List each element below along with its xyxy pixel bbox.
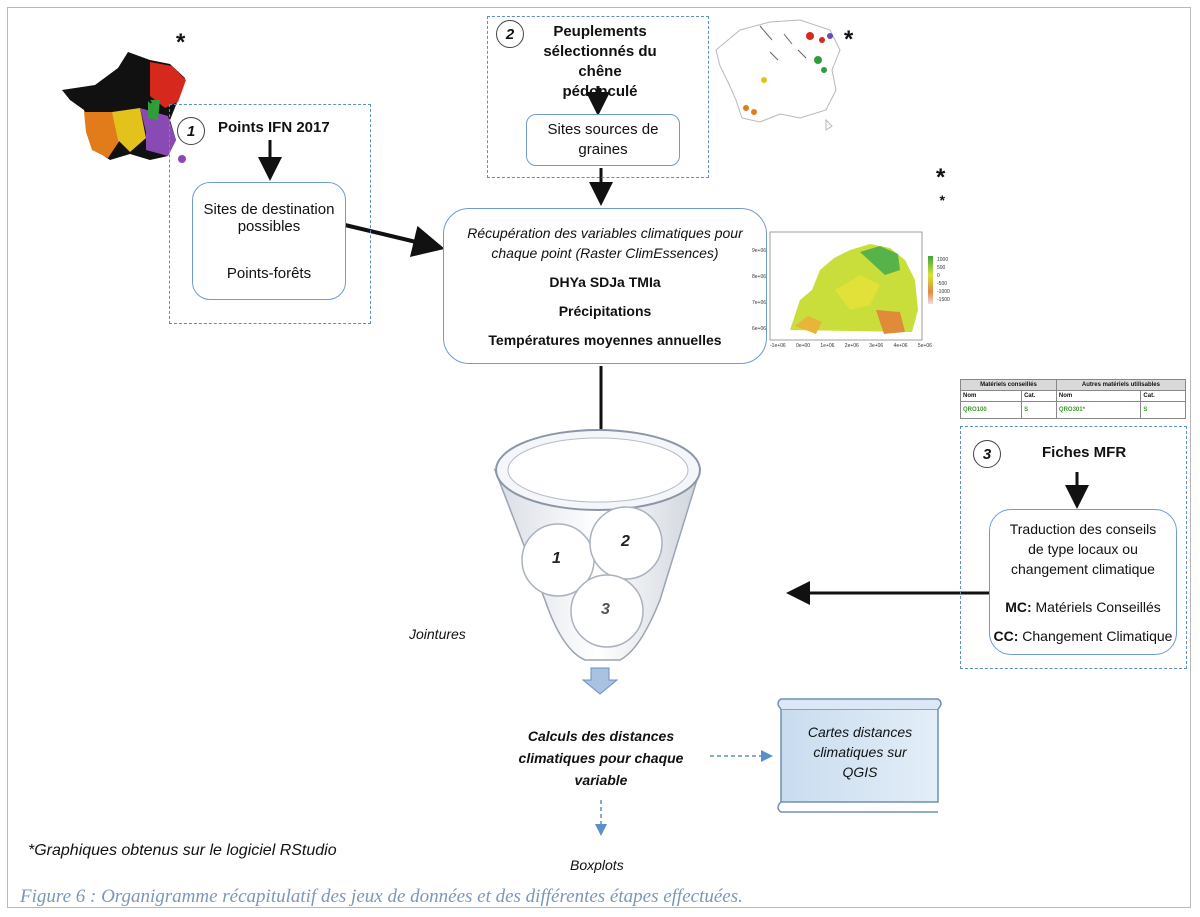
funnel-output-arrow (581, 667, 619, 695)
europe-y-tick: 7e+06 (752, 300, 767, 306)
europe-raster-map (769, 231, 933, 341)
europe-x-tick: 5e+06 (917, 343, 932, 349)
block3-mc-label: MC: (1005, 598, 1032, 615)
mfr-table: Matériels conseillés Autres matériels ut… (959, 379, 1187, 419)
block3-cc-text: Changement Climatique (1018, 627, 1173, 644)
block1-number: 1 (177, 117, 205, 145)
block1-box-line1: Sites de destination (203, 200, 335, 218)
europe-y-tick: 9e+06 (752, 248, 767, 254)
center-box-line1: Récupération des variables climatiques p… (467, 224, 743, 241)
jointures-label: Jointures (409, 626, 466, 642)
block2-title-line3: pédonculé (562, 83, 638, 100)
block1-dashed-frame (169, 104, 371, 324)
funnel-circle-3 (570, 574, 644, 648)
qgis-line1: Cartes distances (807, 724, 913, 740)
center-box: Récupération des variables climatiques p… (443, 208, 767, 364)
europe-x-tick: 0e+00 (796, 343, 811, 349)
france-map-sources (715, 19, 841, 131)
mfr-row-right-nom: QRO301* (1055, 401, 1142, 419)
block3-box-line2: de type locaux ou (1028, 540, 1138, 557)
block2-title-line1: Peuplements (553, 23, 647, 40)
mfr-row-left-cat: S (1021, 401, 1057, 419)
europe-legend-label: 500 (937, 265, 946, 271)
europe-x-tick: 1e+06 (820, 343, 835, 349)
calc-label: Calculs des distances climatiques pour c… (495, 725, 707, 791)
mfr-col-nom: Nom (959, 390, 1023, 402)
france-map-ifn (62, 52, 186, 163)
europe-legend: 1000 500 0 -500 -1000 -1500 (937, 256, 950, 304)
arrow-points-to-center (344, 223, 445, 257)
footnote: *Graphiques obtenus sur le logiciel RStu… (28, 842, 337, 859)
calc-line2: climatiques pour chaque (518, 750, 684, 766)
asterisk-map2: * (843, 26, 853, 53)
europe-legend-label: -1000 (937, 289, 950, 295)
qgis-scroll-shape (777, 698, 942, 813)
block3-mc: MC: Matériels Conseillés (1005, 597, 1161, 617)
block2-box-line2: graines (578, 141, 628, 158)
calc-line1: Calculs des distances (527, 728, 675, 744)
calc-line3: variable (574, 772, 628, 788)
europe-legend-label: 1000 (937, 257, 949, 263)
center-box-line2: chaque point (Raster ClimEssences) (491, 244, 719, 261)
funnel-circle-1-label: 1 (552, 550, 561, 567)
europe-legend-label: 0 (937, 273, 940, 279)
qgis-line2: climatiques sur (813, 744, 907, 760)
boxplots-label: Boxplots (570, 857, 624, 873)
figure-frame (7, 7, 1191, 908)
asterisk-map1-inner: * (144, 93, 152, 115)
mfr-row-right-cat: S (1140, 401, 1186, 419)
center-box-line5: Températures moyennes annuelles (488, 331, 722, 348)
mfr-row-left-nom: QRO100 (959, 401, 1023, 419)
block1-title: Points IFN 2017 (218, 119, 330, 136)
center-box-line3: DHYa SDJa TMIa (549, 273, 661, 290)
block3-box-line1: Traduction des conseils (1009, 520, 1157, 537)
block2-title: Peuplements sélectionnés du chêne pédonc… (520, 22, 680, 102)
europe-y-tick: 6e+06 (752, 326, 767, 332)
mfr-col-cat: Cat. (1021, 390, 1057, 402)
funnel-circle-3-label: 3 (601, 601, 610, 618)
mfr-col-cat: Cat. (1140, 390, 1186, 402)
center-box-line4: Précipitations (558, 302, 652, 319)
block3-box-line3: changement climatique (1011, 560, 1155, 577)
qgis-line3: QGIS (842, 764, 878, 780)
europe-legend-label: -500 (937, 281, 948, 287)
block1-box: Sites de destination possibles Points-fo… (192, 182, 346, 300)
block2-box-line1: Sites sources de (547, 121, 659, 138)
asterisk-europe: * (935, 164, 945, 191)
europe-x-tick: 4e+06 (893, 343, 908, 349)
europe-x-tick: -1e+06 (770, 343, 786, 349)
europe-x-ticks: -1e+06 0e+00 1e+06 2e+06 3e+06 4e+06 5e+… (770, 343, 932, 349)
block2-box: Sites sources de graines (526, 114, 680, 166)
block2-title-line2: sélectionnés du chêne (543, 43, 657, 80)
europe-x-tick: 2e+06 (844, 343, 859, 349)
block3-number: 3 (973, 440, 1001, 468)
figure-caption: Figure 6 : Organigramme récapitulatif de… (20, 886, 743, 907)
block1-box-line2: possibles (237, 217, 301, 235)
block3-box: Traduction des conseils de type locaux o… (989, 509, 1177, 655)
block3-cc-label: CC: (993, 627, 1019, 644)
block1-box-line3: Points-forêts (226, 264, 312, 282)
mfr-header-left: Matériels conseillés (960, 379, 1057, 391)
block3-cc: CC: Changement Climatique (994, 626, 1173, 646)
block3-title: Fiches MFR (1042, 444, 1127, 461)
asterisk-europe-small: * (939, 192, 945, 208)
funnel-circle-2-label: 2 (621, 533, 630, 550)
block2-dashed-frame (487, 16, 709, 178)
europe-y-ticks: 9e+06 8e+06 7e+06 6e+06 (752, 238, 770, 342)
asterisk-map1: * (175, 29, 185, 56)
funnel-circle-2 (589, 506, 663, 580)
qgis-scroll-text: Cartes distances climatiques sur QGIS (784, 722, 936, 782)
europe-x-tick: 3e+06 (869, 343, 884, 349)
mfr-table-wrapper: Matériels conseillés Autres matériels ut… (959, 379, 1187, 419)
mfr-col-nom: Nom (1055, 390, 1142, 402)
block3-mc-text: Matériels Conseillés (1031, 598, 1161, 615)
europe-legend-label: -1500 (937, 297, 950, 303)
block3-dashed-frame (960, 426, 1187, 669)
block2-number: 2 (496, 20, 524, 48)
europe-y-tick: 8e+06 (752, 274, 767, 280)
mfr-header-right: Autres matériels utilisables (1055, 379, 1187, 391)
